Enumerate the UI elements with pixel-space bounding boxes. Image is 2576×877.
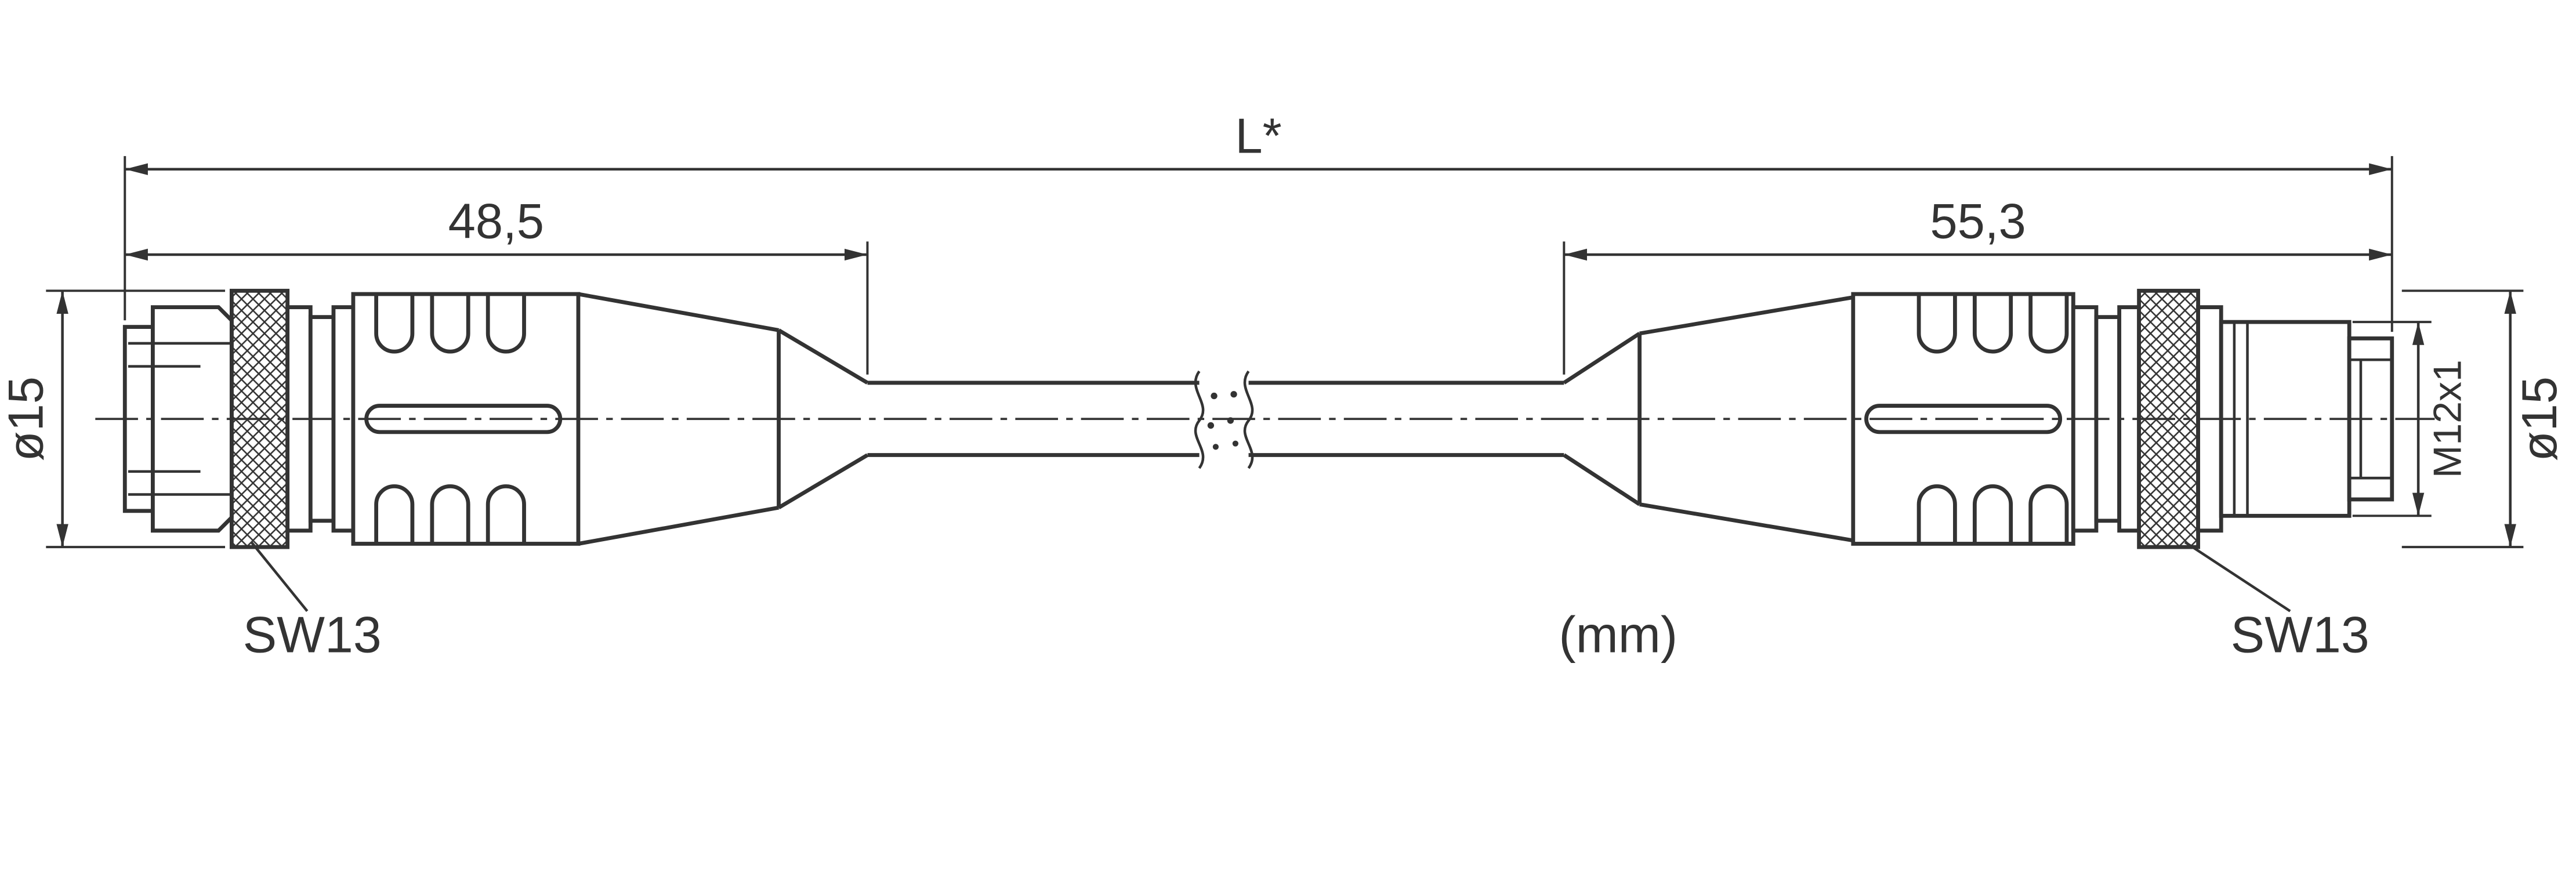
cable-break-speck <box>1232 440 1238 447</box>
left-grip-rib-top <box>430 293 470 354</box>
left-grip-rib-top <box>486 293 526 354</box>
right-grip-rib-top <box>1916 293 1957 354</box>
cable-break-speck <box>1211 392 1218 400</box>
cable-break-speck <box>1212 444 1219 450</box>
left-grip-rib-bottom <box>486 484 526 544</box>
right-wrench-size-label: SW13 <box>2231 606 2370 663</box>
left-bend-relief-top <box>777 328 869 385</box>
left-diameter-label: ø15 <box>0 376 54 461</box>
cable-break-speck <box>1230 391 1237 398</box>
dimensions: L* 48,5 55,3 ø15 ø15 M12x1 <box>0 108 2567 549</box>
left-taper-bottom <box>578 505 780 546</box>
cable-break-right <box>1243 370 1254 469</box>
right-grip-rib-bottom <box>2028 484 2069 544</box>
left-spacer-ring-3 <box>331 305 356 533</box>
right-wrench-leader-line <box>2184 541 2291 613</box>
left-wrench-leader-line <box>250 541 309 613</box>
right-grip-rib-top <box>2028 293 2069 354</box>
left-taper-top <box>578 292 780 332</box>
left-grip-rib-bottom <box>374 484 415 544</box>
right-grip-rib-top <box>1972 293 2013 354</box>
left-grip-rib-bottom <box>430 484 470 544</box>
cable <box>867 370 1564 469</box>
left-wrench-size-label: SW13 <box>243 606 382 663</box>
left-length-label: 48,5 <box>448 194 544 249</box>
right-taper-bottom <box>1639 502 1854 543</box>
right-grip-recess <box>1864 404 2063 434</box>
overall-length-label: L* <box>1235 108 1281 164</box>
right-bend-relief-bottom <box>1563 453 1641 506</box>
right-taper-top <box>1639 295 1854 336</box>
left-grip-rib-top <box>374 293 415 354</box>
right-grip-rib-bottom <box>1972 484 2013 544</box>
right-diameter-label: ø15 <box>2512 376 2567 461</box>
cable-break-speck <box>1207 422 1215 429</box>
right-grip-rib-bottom <box>1916 484 1957 544</box>
thread-spec-label: M12x1 <box>2426 360 2470 478</box>
unit-note-label: (mm) <box>1559 606 1678 663</box>
annotations: SW13 SW13 (mm) <box>243 541 2370 663</box>
right-length-label: 55,3 <box>1930 194 2026 249</box>
left-bend-relief-bottom <box>777 453 869 510</box>
cable-break-left <box>1194 370 1205 469</box>
right-bend-relief-top <box>1563 332 1641 385</box>
